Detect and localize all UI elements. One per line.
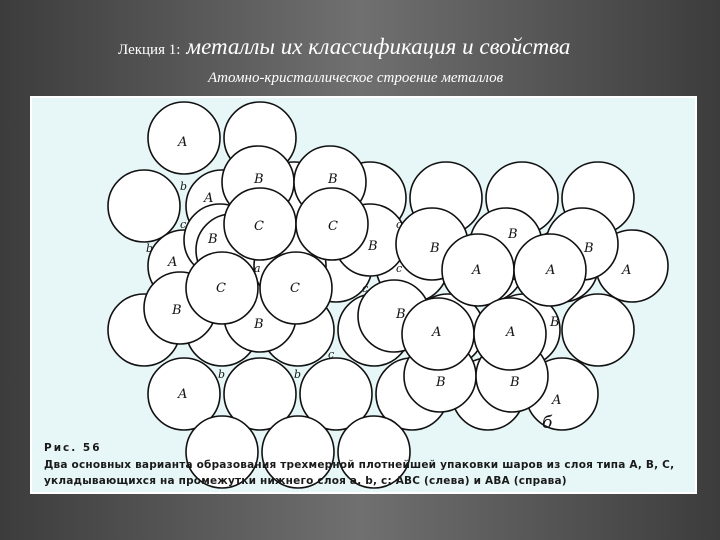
sphere-label: A: [545, 263, 555, 278]
figure-caption-line-2: укладывающихся на промежутки нижнего сло…: [44, 475, 567, 487]
top-layer-sphere: [259, 251, 333, 325]
bottom-layer-sphere: [223, 357, 297, 431]
sphere-label: A: [177, 387, 187, 402]
sphere-label: A: [167, 255, 177, 270]
top-layer-sphere: [295, 187, 369, 261]
bottom-layer-sphere: [147, 357, 221, 431]
sphere-label: B: [253, 172, 264, 187]
sphere-label: A: [505, 325, 515, 340]
sphere-label: B: [367, 239, 378, 254]
sphere-label: C: [254, 219, 264, 234]
top-layer-sphere: [473, 297, 547, 371]
sphere-label: C: [290, 281, 300, 296]
sphere-packing-diagram: A B B A C C B B B B B A C C A A A B B B B A A B B A Ab c b a c c c c b b б: [107, 101, 669, 489]
sphere-label: B: [171, 303, 182, 318]
sphere-label: A: [177, 135, 187, 150]
bottom-layer-sphere: [337, 415, 411, 489]
sphere-label: B: [549, 315, 560, 330]
slide-subtitle: Атомно-кристаллическое строение металлов: [208, 70, 504, 86]
sphere-label: b: [218, 368, 225, 381]
sphere-label: B: [435, 375, 446, 390]
bottom-layer-sphere: [107, 169, 181, 243]
sphere-label: C: [216, 281, 226, 296]
bottom-layer-sphere: [299, 357, 373, 431]
sphere-label: c: [362, 282, 368, 295]
sphere-label: a: [254, 262, 261, 275]
sphere-label: B: [253, 317, 264, 332]
sphere-label: A: [621, 263, 631, 278]
sphere-label: c: [396, 262, 402, 275]
lecture-title: металлы их классификация и свойства: [186, 34, 571, 59]
top-layer-sphere: [185, 251, 259, 325]
sphere-label: c: [180, 218, 186, 231]
bottom-layer-sphere: [185, 415, 259, 489]
sphere-label: A: [431, 325, 441, 340]
bottom-layer-sphere: [261, 415, 335, 489]
sphere-label: b: [294, 368, 301, 381]
sphere-label: A: [551, 393, 561, 408]
sphere-label: B: [327, 172, 338, 187]
bottom-layer-sphere: [561, 293, 635, 367]
slide-title: Лекция 1: металлы их классификация и свой…: [118, 34, 698, 68]
sphere-label: B: [207, 232, 218, 247]
sphere-label: C: [328, 219, 338, 234]
sphere-label: B: [429, 241, 440, 256]
sphere-label: b: [146, 242, 153, 255]
sphere-label: A: [203, 191, 213, 206]
figure-corner-mark: б: [542, 413, 553, 433]
sphere-label: B: [507, 227, 518, 242]
lecture-number: Лекция 1:: [118, 42, 181, 58]
bottom-layer-sphere: [147, 101, 221, 175]
figure-caption-line-1: Два основных варианта образования трехме…: [44, 459, 675, 471]
sphere-label: B: [583, 241, 594, 256]
sphere-label: B: [509, 375, 520, 390]
sphere-label: A: [471, 263, 481, 278]
figure-number: Рис. 56: [44, 442, 102, 454]
top-layer-sphere: [513, 233, 587, 307]
sphere-label: c: [328, 348, 334, 361]
sphere-label: B: [395, 307, 406, 322]
sphere-label: c: [396, 218, 402, 231]
sphere-label: b: [180, 180, 187, 193]
